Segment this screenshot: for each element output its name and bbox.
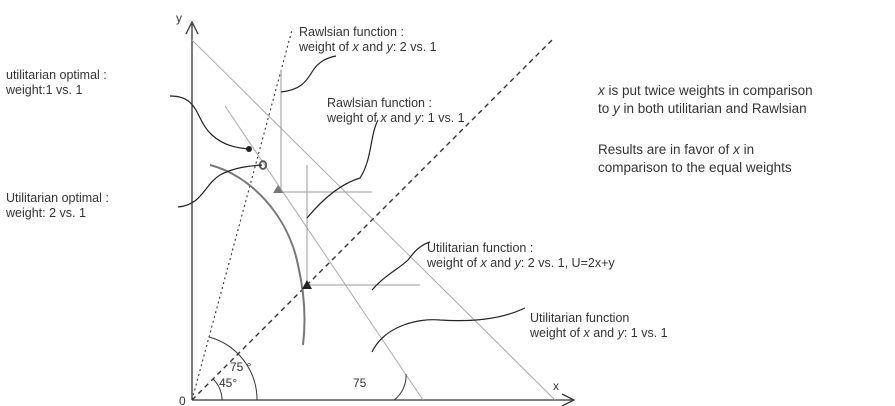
- leader-utilitarian-fn-1v1: [371, 307, 526, 353]
- label-utilitarian-fn-1v1-line2: weight of x and y: 1 vs. 1: [530, 326, 668, 341]
- var-x: x: [380, 111, 387, 125]
- label-utilitarian-optimal-2v1-line2: weight: 2 vs. 1: [6, 206, 86, 220]
- label-rawlsian-1v1-line1: Rawlsian function :: [327, 96, 432, 110]
- label-utilitarian-fn-1v1-line1: Utilitarian function: [530, 311, 630, 325]
- text-weight-of: weight of: [327, 111, 381, 125]
- label-utilitarian-fn-2v1-line1: Utilitarian function :: [427, 241, 534, 255]
- label-rawlsian-2v1-line1: Rawlsian function :: [299, 25, 404, 39]
- label-utilitarian-optimal-1v1-line2: weight:1 vs. 1: [6, 83, 83, 97]
- note-text: in both utilitarian and Rawlsian: [619, 101, 807, 116]
- arc-75: [208, 336, 258, 401]
- leader-utilitarian-optimal-2v1: [177, 164, 263, 208]
- var-x: x: [598, 83, 605, 98]
- note-weighting-line1: x is put twice weights in comparison: [598, 82, 813, 100]
- angle-arcs: [208, 336, 407, 401]
- label-utilitarian-optimal-2v1: Utilitarian optimal : weight: 2 vs. 1: [6, 191, 109, 221]
- y-axis-arrow: [185, 20, 199, 35]
- angle-75-lower-label: 75: [353, 376, 367, 390]
- label-rawlsian-2v1-line2: weight of x and y: 2 vs. 1: [299, 40, 437, 55]
- arc-45: [212, 378, 223, 401]
- y-axis-label: y: [176, 11, 182, 25]
- label-rawlsian-1v1: Rawlsian function : weight of x and y: 1…: [327, 96, 465, 126]
- label-rawlsian-2v1: Rawlsian function : weight of x and y: 2…: [299, 25, 437, 55]
- label-rawlsian-1v1-line2: weight of x and y: 1 vs. 1: [327, 111, 465, 126]
- var-y: y: [613, 101, 620, 116]
- ray-75-degree: [191, 29, 293, 401]
- label-utilitarian-optimal-2v1-line1: Utilitarian optimal :: [6, 191, 109, 205]
- var-x: x: [480, 256, 487, 270]
- note-weighting-line2: to y in both utilitarian and Rawlsian: [598, 100, 813, 118]
- leader-rawlsian-1v1: [306, 119, 379, 219]
- note-text: Results are in favor of: [598, 142, 734, 157]
- ray-45-degree: [191, 39, 553, 401]
- angle-45-label: 45°: [219, 376, 237, 390]
- text-and: and: [358, 40, 387, 54]
- note-text: to: [598, 101, 614, 116]
- text-weight-of: weight of: [427, 256, 481, 270]
- leader-utilitarian-fn-2v1: [371, 241, 431, 291]
- text-and: and: [386, 111, 415, 125]
- label-utilitarian-fn-1v1: Utilitarian function weight of x and y: …: [530, 311, 668, 341]
- text-ratio: : 1 vs. 1: [420, 111, 465, 125]
- note-weighting: x is put twice weights in comparison to …: [598, 82, 813, 118]
- leader-lines: [169, 55, 526, 353]
- var-y: y: [617, 326, 624, 340]
- rawlsian-optimum-2v1-marker: [273, 185, 283, 193]
- var-x: x: [733, 142, 740, 157]
- note-results-line1: Results are in favor of x in: [598, 141, 792, 159]
- text-and: and: [589, 326, 618, 340]
- leader-utilitarian-optimal-1v1: [169, 95, 250, 150]
- rawlsian-optimum-1v1-marker: [302, 280, 312, 289]
- utilitarian-line-2v1: [224, 105, 424, 401]
- arc-75-lower: [393, 373, 407, 401]
- x-axis-arrow: [561, 393, 576, 406]
- var-x: x: [583, 326, 590, 340]
- leader-rawlsian-2v1: [280, 55, 337, 93]
- text-ratio: : 1 vs. 1: [623, 326, 668, 340]
- angle-75-upper-label: 75 °: [230, 360, 252, 374]
- text-ratio: : 2 vs. 1, U=2x+y: [520, 256, 615, 270]
- text-and: and: [486, 256, 515, 270]
- text-ratio: : 2 vs. 1: [392, 40, 437, 54]
- label-utilitarian-optimal-1v1: utilitarian optimal : weight:1 vs. 1: [6, 68, 107, 98]
- utilitarian-line-1v1: [191, 39, 556, 401]
- text-weight-of: weight of: [530, 326, 584, 340]
- var-x: x: [352, 40, 359, 54]
- var-y: y: [414, 111, 421, 125]
- note-results-line2: comparison to the equal weights: [598, 160, 792, 175]
- text-weight-of: weight of: [299, 40, 353, 54]
- label-utilitarian-optimal-1v1-line1: utilitarian optimal :: [6, 68, 107, 82]
- note-text: is put twice weights in comparison: [604, 83, 813, 98]
- note-text: in: [739, 142, 755, 157]
- rawlsian-contour-1v1: [306, 165, 420, 286]
- var-y: y: [386, 40, 393, 54]
- frontier-curve: [209, 164, 306, 346]
- var-y: y: [514, 256, 521, 270]
- label-utilitarian-fn-2v1: Utilitarian function : weight of x and y…: [427, 241, 615, 271]
- note-results: Results are in favor of x in comparison …: [598, 141, 792, 177]
- origin-label: 0: [179, 394, 186, 406]
- label-utilitarian-fn-2v1-line2: weight of x and y: 2 vs. 1, U=2x+y: [427, 256, 615, 271]
- axes: [185, 20, 576, 406]
- x-axis-label: x: [553, 379, 559, 393]
